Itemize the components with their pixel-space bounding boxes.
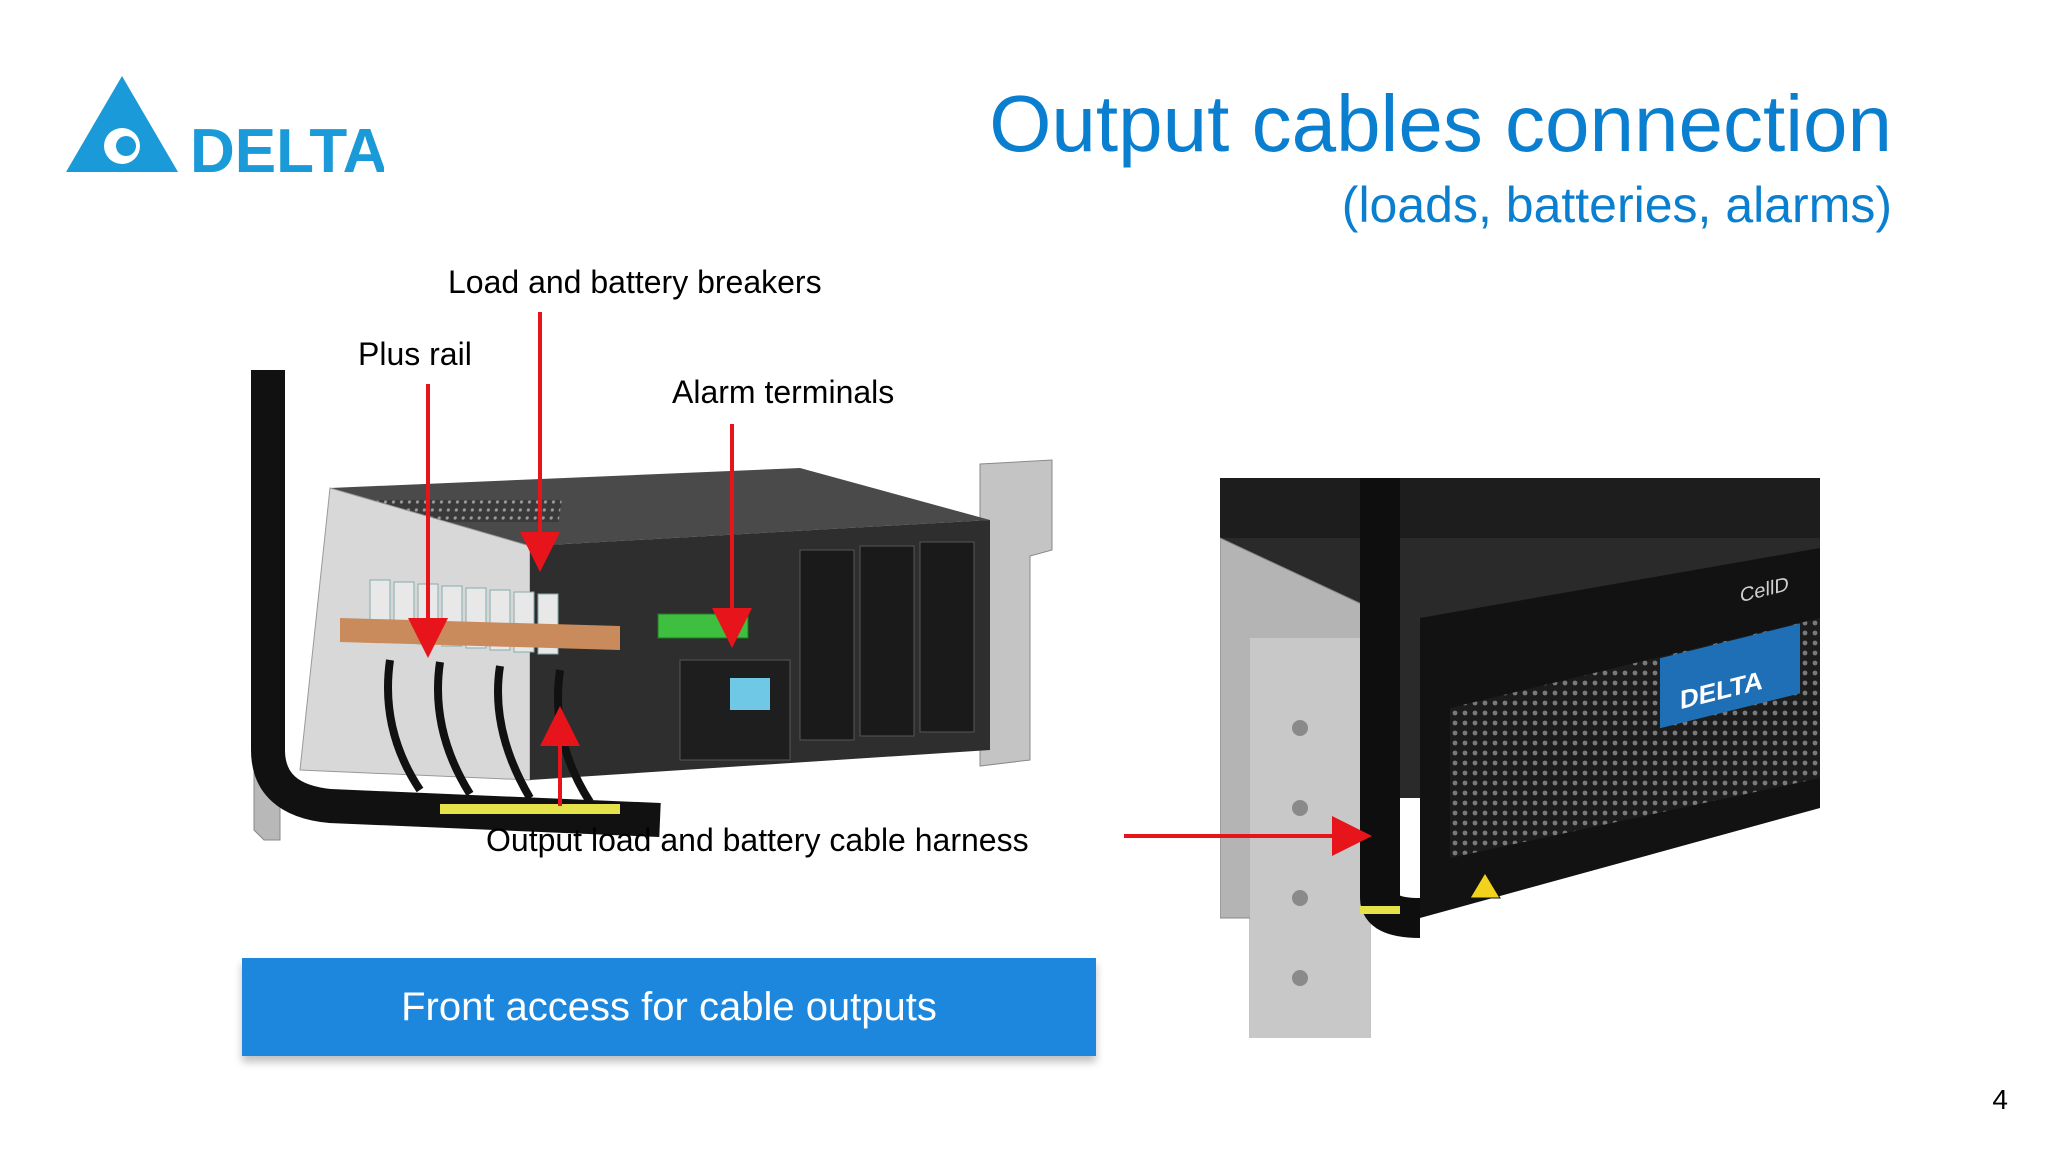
page-title: Output cables connection [989, 79, 1892, 168]
callout-alarm-terminals: Alarm terminals [672, 374, 895, 410]
callout-cable-harness: Output load and battery cable harness [486, 822, 1029, 858]
callout-breakers: Load and battery breakers [448, 264, 822, 300]
delta-logo: DELTA [66, 76, 384, 180]
front-access-banner: Front access for cable outputs [242, 958, 1096, 1056]
delta-logo-wordmark: DELTA [190, 117, 384, 180]
rectifier-rack-illustration [251, 370, 1053, 841]
delta-triangle-icon [66, 76, 178, 172]
page-subtitle: (loads, batteries, alarms) [1341, 177, 1892, 233]
callout-plus-rail: Plus rail [358, 336, 472, 372]
page-number: 4 [1992, 1084, 2008, 1115]
cable-harness-closeup: DELTA CellD [1220, 478, 1820, 1038]
